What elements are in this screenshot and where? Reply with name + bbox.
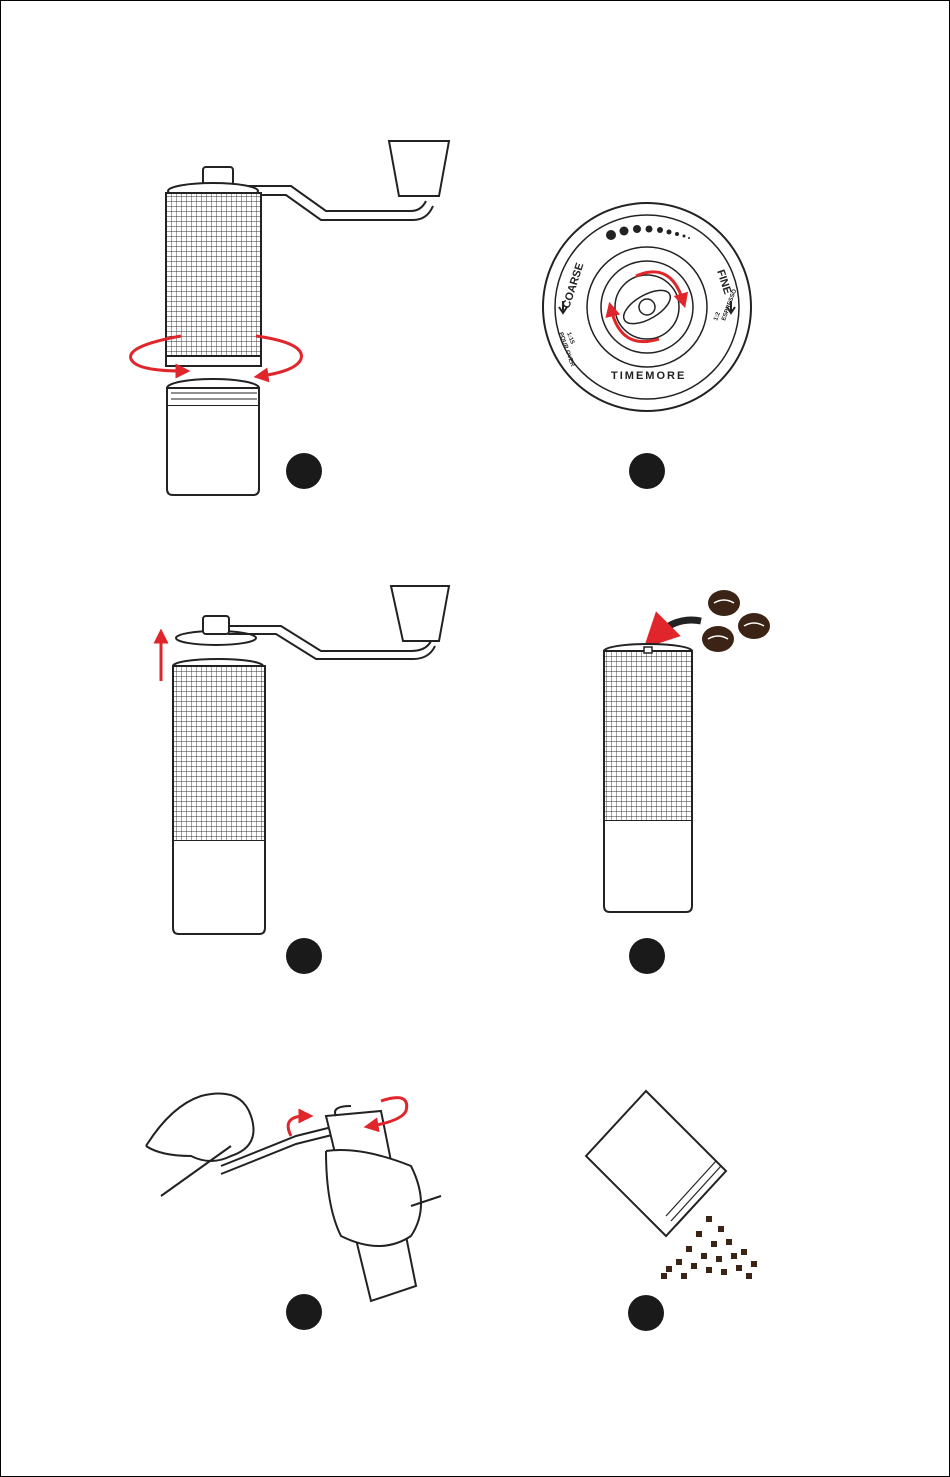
step-pour-grounds <box>576 1081 776 1336</box>
grind-dial-icon: COARSE FINE TIMEMORE POUR OVER 1:15 ESPR… <box>541 201 761 491</box>
step-add-beans <box>596 581 786 976</box>
step-remove-jar <box>121 131 481 501</box>
step-grind <box>131 1086 451 1336</box>
brand-label: TIMEMORE <box>611 370 686 382</box>
lift-handle-icon <box>131 586 491 976</box>
step-number-badge <box>629 453 665 489</box>
grinder-jar-unscrew-icon <box>121 131 481 501</box>
coffee-beans-icon <box>596 581 786 976</box>
step-number-badge <box>629 938 665 974</box>
step-number-badge <box>286 938 322 974</box>
step-lift-handle <box>131 586 491 976</box>
pour-grounds-icon <box>576 1081 776 1336</box>
step-adjust-dial: COARSE FINE TIMEMORE POUR OVER 1:15 ESPR… <box>541 201 761 491</box>
step-number-badge <box>286 1294 322 1330</box>
step-number-badge <box>286 453 322 489</box>
step-number-badge <box>628 1295 664 1331</box>
